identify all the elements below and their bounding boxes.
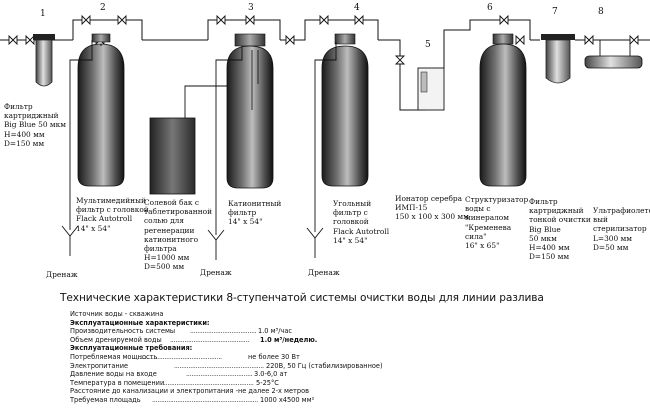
valve-icon	[629, 34, 639, 46]
spec-key: Расстояние до канализации и электропитан…	[70, 387, 309, 396]
spec-value: не более 30 Вт	[248, 352, 300, 361]
label-filter-3: Катионитный фильтр 14" x 54"	[228, 199, 282, 227]
spec-title: Технические характеристики 8-ступенчатой…	[60, 292, 544, 304]
spec-row: Потребляемая мощность...................…	[70, 353, 410, 362]
stage-number: 6	[487, 3, 493, 13]
stage-number: 2	[100, 3, 106, 13]
spec-row: Эксплуатационные характеристики:	[70, 319, 410, 328]
valve-icon	[515, 34, 525, 46]
salt-tank	[149, 85, 232, 195]
valve-icon	[8, 34, 18, 46]
valve-icon	[285, 34, 295, 46]
spec-value: 1.0 м³/неделю.	[260, 335, 318, 344]
label-structurizer: Структуризатор воды с минералом "Кремене…	[465, 195, 529, 251]
spec-value: 220В, 50 Гц (стабилизированное)	[266, 361, 383, 370]
label-filter-7: Фильтр картриджный тонкой очистки Big Bl…	[529, 197, 591, 262]
valves	[8, 14, 639, 65]
valve-icon	[25, 34, 35, 46]
structurizer-vessel	[479, 33, 527, 187]
spec-value: 3.0-6,0 ат	[254, 370, 288, 379]
valve-icon	[319, 14, 329, 26]
label-filter-4: Угольный фильтр с головкой Flack Autotro…	[333, 199, 390, 245]
valve-icon	[245, 14, 255, 26]
spec-row: Источник воды - скважина	[70, 310, 410, 319]
spec-key: Потребляемая мощность	[70, 352, 158, 361]
cartridge-filter-7	[541, 34, 575, 84]
spec-key: Электропитание	[70, 361, 129, 370]
spec-value: 5-25°С	[256, 378, 279, 387]
drain-label: Дренаж	[200, 268, 232, 277]
cation-filter-vessel	[226, 33, 274, 189]
label-filter-2: Мультимедийный фильтр с головкой Flack A…	[76, 196, 149, 233]
valve-icon	[216, 14, 226, 26]
spec-row: Температура в помещении.................…	[70, 379, 410, 388]
label-uv: Ультрафиолето вый стерилизатор L=300 мм …	[593, 206, 650, 252]
valve-icon	[117, 14, 127, 26]
stage-number: 4	[354, 3, 360, 13]
spec-row: Расстояние до канализации и электропитан…	[70, 387, 410, 396]
valve-icon	[584, 34, 594, 46]
drain-line-4	[306, 42, 337, 258]
spec-row: Объем дренируемой воды..................…	[70, 336, 410, 345]
spec-key: Эксплуатационные характеристики:	[70, 318, 210, 327]
carbon-filter-vessel	[321, 33, 369, 187]
stage-number: 5	[425, 40, 431, 50]
valve-icon	[499, 14, 509, 26]
spec-key: Требуемая площадь	[70, 395, 141, 404]
spec-leader-dots: ........................................…	[152, 395, 258, 404]
uv-sterilizer	[584, 40, 643, 69]
spec-row: Давление воды на входе..................…	[70, 370, 410, 379]
spec-leader-dots: ........................................…	[132, 352, 222, 361]
valve-icon	[394, 55, 406, 65]
stage-number: 8	[598, 7, 604, 17]
silver-ionizer	[417, 67, 445, 111]
spec-key: Давление воды на входе	[70, 370, 157, 379]
spec-key: Источник воды - скважина	[70, 310, 164, 318]
drain-label: Дренаж	[46, 270, 78, 279]
spec-key: Температура в помещении	[70, 378, 165, 387]
valve-icon	[81, 14, 91, 26]
valve-icon	[354, 14, 364, 26]
label-filter-1: Фильтр картриджный Big Blue 50 мкм H=400…	[4, 102, 67, 148]
spec-value: 1000 x4500 мм²	[260, 395, 315, 404]
spec-leader-dots: ........................................…	[162, 378, 254, 387]
spec-value: 1.0 м³/час	[258, 327, 292, 336]
spec-row: Эксплуатационные требования:	[70, 344, 410, 353]
drain-line-2	[61, 40, 93, 256]
spec-leader-dots: ........................................…	[170, 335, 250, 344]
spec-key: Эксплуатационные требования:	[70, 344, 193, 353]
multimedia-filter-vessel	[77, 33, 125, 187]
stage-number: 7	[552, 7, 558, 17]
water-treatment-scheme	[0, 14, 650, 260]
spec-key: Производительность системы	[70, 327, 176, 336]
spec-row: Электропитание..........................…	[70, 362, 410, 371]
spec-key: Объем дренируемой воды	[70, 335, 162, 344]
spec-leader-dots: ........................................	[190, 327, 256, 336]
spec-leader-dots: ........................................…	[186, 370, 252, 379]
main-pipeline	[0, 19, 650, 111]
stage-number: 1	[40, 9, 46, 19]
drain-line-3	[207, 46, 243, 260]
spec-row: Производительность системы..............…	[70, 327, 410, 336]
stage-number: 3	[248, 3, 254, 13]
label-ionizer: Ионатор серебра ИМП-15 150 x 100 x 300 м…	[395, 194, 469, 222]
label-salt-tank: Солевой бак с таблетированной солью для …	[144, 198, 213, 272]
spec-row: Требуемая площадь.......................…	[70, 396, 410, 405]
drain-label: Дренаж	[308, 268, 340, 277]
cartridge-filter-1	[33, 34, 55, 87]
spec-leader-dots: ........................................…	[174, 361, 264, 370]
